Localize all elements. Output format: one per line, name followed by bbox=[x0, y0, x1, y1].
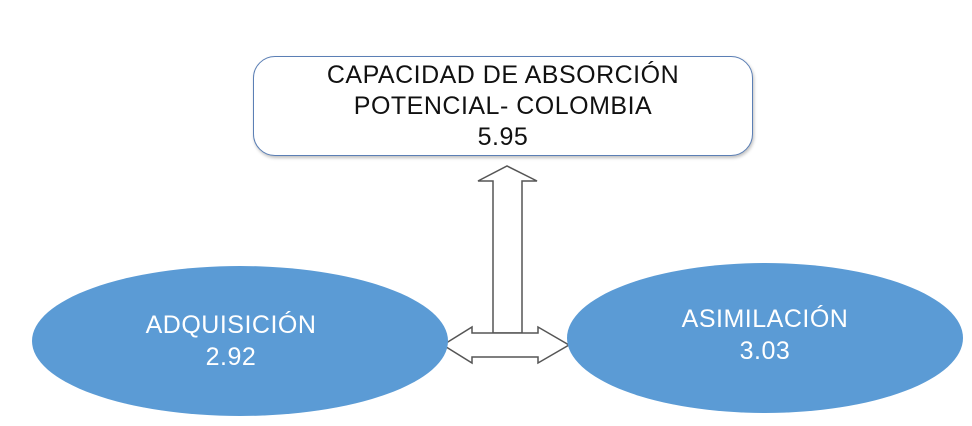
acquisition-value: 2.92 bbox=[205, 343, 257, 371]
vertical-up-arrow bbox=[477, 165, 538, 334]
top-box-line-2: POTENCIAL- COLOMBIA bbox=[353, 91, 653, 120]
acquisition-label: ADQUISICIÓN bbox=[145, 311, 317, 339]
assimilation-label: ASIMILACIÓN bbox=[681, 305, 849, 333]
assimilation-ellipse: ASIMILACIÓN 3.03 bbox=[567, 263, 963, 413]
top-box-value: 5.95 bbox=[477, 122, 529, 151]
acquisition-ellipse: ADQUISICIÓN 2.92 bbox=[32, 266, 448, 416]
assimilation-value: 3.03 bbox=[739, 337, 791, 365]
absorption-capacity-box: CAPACIDAD DE ABSORCIÓN POTENCIAL- COLOMB… bbox=[253, 56, 753, 156]
top-box-line-1: CAPACIDAD DE ABSORCIÓN bbox=[326, 60, 680, 89]
horizontal-double-arrow bbox=[441, 325, 571, 365]
